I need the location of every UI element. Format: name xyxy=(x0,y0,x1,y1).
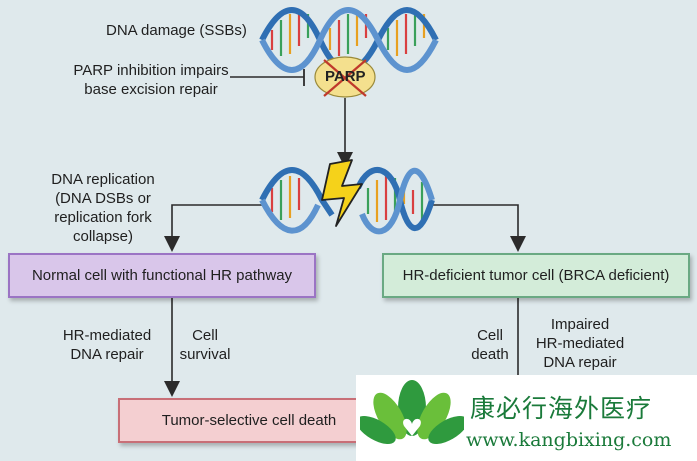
watermark-chinese-text: 康必行海外医疗 xyxy=(470,394,653,423)
watermark: 康必行海外医疗 www.kangbixing.com xyxy=(356,375,697,461)
cell-survival-line-1: Cell xyxy=(192,327,218,344)
dna-replication-line-1: DNA replication xyxy=(51,171,155,188)
dna-replication-line-2: (DNA DSBs or xyxy=(55,190,151,207)
tumor-selective-box: Tumor-selective cell death xyxy=(118,398,380,443)
parp-inhibition-line-2: base excision repair xyxy=(84,81,218,98)
cell-survival-label: Cell survival xyxy=(172,326,238,364)
dna-damage-label: DNA damage (SSBs) xyxy=(106,22,247,39)
dna-replication-line-4: collapse) xyxy=(72,228,134,245)
dna-replication-line-3: replication fork xyxy=(54,209,152,226)
impaired-line-3: DNA repair xyxy=(543,354,617,371)
parp-label: PARP xyxy=(325,68,366,85)
normal-cell-box: Normal cell with functional HR pathway xyxy=(8,253,316,298)
parp-inhibition-label: PARP inhibition impairs base excision re… xyxy=(58,61,244,99)
hr-mediated-repair-label: HR-mediated DNA repair xyxy=(55,326,159,364)
watermark-url: www.kangbixing.com xyxy=(466,429,672,451)
cell-death-label: Cell death xyxy=(466,326,514,364)
impaired-line-1: Impaired xyxy=(550,316,610,333)
impaired-repair-label: Impaired HR-mediated DNA repair xyxy=(528,315,632,372)
hr-mediated-line-1: HR-mediated xyxy=(62,327,152,344)
cell-death-line-2: death xyxy=(471,346,509,363)
hr-mediated-line-2: DNA repair xyxy=(70,346,144,363)
cell-survival-line-2: survival xyxy=(179,346,231,363)
parp-inhibition-line-1: PARP inhibition impairs xyxy=(73,62,229,79)
lightning-icon xyxy=(321,159,363,227)
cell-death-line-1: Cell xyxy=(477,327,503,344)
lotus-logo-icon xyxy=(360,380,464,444)
impaired-line-2: HR-mediated xyxy=(535,335,625,352)
right-branch-arrow xyxy=(428,204,526,252)
dna-replication-label: DNA replication (DNA DSBs or replication… xyxy=(33,170,173,246)
hr-deficient-box: HR-deficient tumor cell (BRCA deficient) xyxy=(382,253,690,298)
left-branch-arrow xyxy=(164,204,262,252)
